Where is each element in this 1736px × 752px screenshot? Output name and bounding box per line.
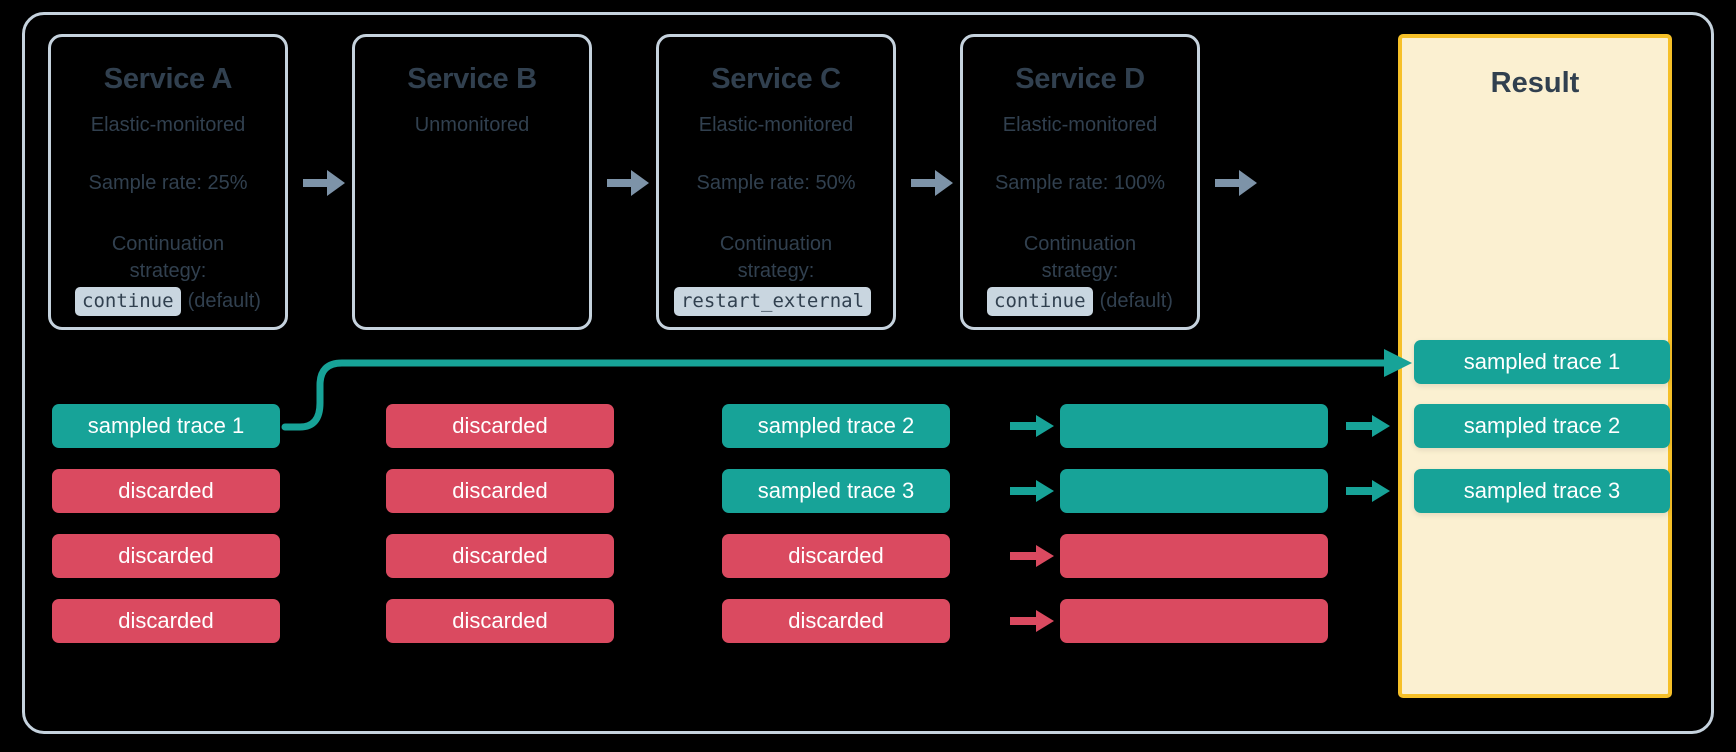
service-a-strategy-label: Continuation strategy: — [111, 233, 225, 283]
service-card-a[interactable]: Service A Elastic-monitored Sample rate:… — [48, 34, 288, 330]
chip-label: discarded — [788, 543, 884, 568]
service-d-strategy-label: Continuation strategy: — [1023, 233, 1137, 283]
service-a-strategy-note: (default) — [187, 290, 261, 313]
chip-label: discarded — [118, 543, 214, 568]
service-d-strategy-badge: continue — [987, 287, 1093, 317]
service-card-b[interactable]: Service B Unmonitored — [352, 34, 592, 330]
chip-label: discarded — [118, 608, 214, 633]
service-c-strategy-badge: restart_external — [673, 287, 872, 317]
chip-label: discarded — [452, 543, 548, 568]
arrow-right-sampled-icon — [1010, 415, 1054, 437]
service-c-strategy-row: restart_external — [659, 287, 893, 317]
list-item[interactable] — [1060, 469, 1328, 513]
chip-label: discarded — [788, 608, 884, 633]
service-a-sample-rate: Sample rate: 25% — [88, 172, 248, 195]
service-arrow-c-to-d — [911, 170, 953, 196]
list-item[interactable]: sampled trace 3 — [722, 469, 950, 513]
arrow-right-sampled-icon — [1346, 480, 1390, 502]
chip-label: sampled trace 2 — [1463, 413, 1621, 438]
service-card-c[interactable]: Service C Elastic-monitored Sample rate:… — [656, 34, 896, 330]
list-item[interactable]: sampled trace 1 — [52, 404, 280, 448]
list-item[interactable]: discarded — [386, 534, 614, 578]
curved-connector-icon — [281, 349, 1412, 431]
result-chip-2[interactable]: sampled trace 2 — [1414, 404, 1670, 448]
result-chip-1[interactable]: sampled trace 1 — [1414, 340, 1670, 384]
list-item[interactable] — [1060, 599, 1328, 643]
service-arrow-b-to-c — [607, 170, 649, 196]
service-c-strategy-label: Continuation strategy: — [719, 233, 833, 283]
list-item[interactable]: discarded — [722, 534, 950, 578]
service-c-monitoring: Elastic-monitored — [698, 114, 854, 137]
result-title: Result — [1490, 67, 1580, 99]
service-a-strategy-row: continue (default) — [51, 287, 285, 317]
service-d-title: Service D — [1015, 63, 1145, 95]
service-d-monitoring: Elastic-monitored — [1002, 114, 1158, 137]
list-item[interactable]: discarded — [52, 534, 280, 578]
list-item[interactable]: discarded — [722, 599, 950, 643]
arrow-right-sampled-icon — [1010, 480, 1054, 502]
chip-label: discarded — [452, 413, 548, 438]
service-card-d[interactable]: Service D Elastic-monitored Sample rate:… — [960, 34, 1200, 330]
list-item[interactable]: discarded — [52, 599, 280, 643]
list-item[interactable]: discarded — [386, 599, 614, 643]
service-a-strategy-badge: continue — [75, 287, 181, 317]
chip-label: discarded — [452, 608, 548, 633]
service-a-title: Service A — [103, 63, 233, 95]
chip-label: sampled trace 2 — [757, 413, 915, 438]
chip-label: sampled trace 3 — [757, 478, 915, 503]
list-item[interactable]: discarded — [386, 404, 614, 448]
list-item[interactable]: discarded — [52, 469, 280, 513]
list-item[interactable] — [1060, 404, 1328, 448]
list-item[interactable]: discarded — [386, 469, 614, 513]
chip-label: sampled trace 1 — [1463, 349, 1621, 374]
chip-label: discarded — [118, 478, 214, 503]
arrow-right-sampled-icon — [1346, 415, 1390, 437]
service-d-strategy-row: continue (default) — [963, 287, 1197, 317]
list-item[interactable]: sampled trace 2 — [722, 404, 950, 448]
service-b-monitoring: Unmonitored — [414, 114, 530, 137]
chip-label: sampled trace 3 — [1463, 478, 1621, 503]
arrow-right-discarded-icon — [1010, 610, 1054, 632]
service-c-sample-rate: Sample rate: 50% — [696, 172, 856, 195]
chip-label: sampled trace 1 — [87, 413, 245, 438]
result-chip-3[interactable]: sampled trace 3 — [1414, 469, 1670, 513]
service-c-title: Service C — [711, 63, 841, 95]
list-item[interactable] — [1060, 534, 1328, 578]
service-d-strategy-note: (default) — [1099, 290, 1173, 313]
arrow-right-discarded-icon — [1010, 545, 1054, 567]
chip-label: discarded — [452, 478, 548, 503]
service-a-monitoring: Elastic-monitored — [90, 114, 246, 137]
service-arrow-d-to-result — [1215, 170, 1257, 196]
service-b-title: Service B — [407, 63, 537, 95]
service-arrow-a-to-b — [303, 170, 345, 196]
service-d-sample-rate: Sample rate: 100% — [994, 172, 1166, 195]
